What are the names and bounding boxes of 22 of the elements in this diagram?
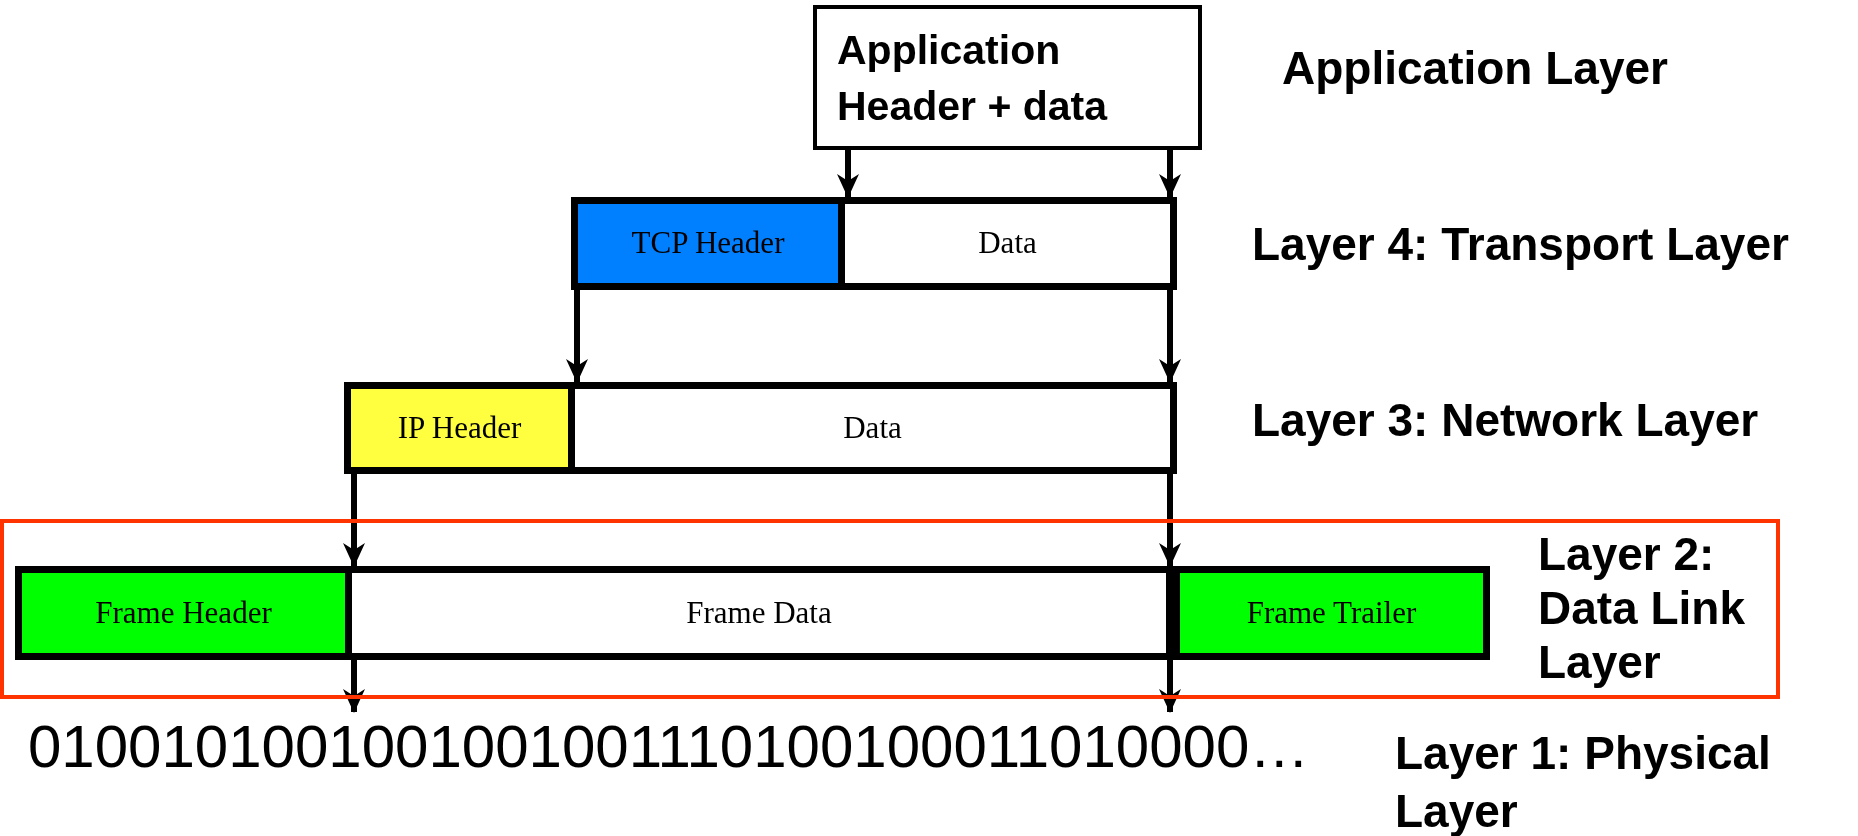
data-segment: Data [575, 382, 1177, 474]
frame-header-segment: Frame Header [15, 566, 352, 660]
layer-highlight-frame [0, 519, 1780, 699]
layer-label: Layer 2: Data Link Layer [1538, 527, 1747, 689]
layer-label: Application Layer [1282, 41, 1668, 96]
data-segment: Data [845, 197, 1177, 290]
frame-trailer-segment: Frame Trailer [1173, 566, 1490, 660]
arrow [837, 150, 859, 198]
application-box: Application Header + data [813, 5, 1202, 150]
layer-label: Layer 3: Network Layer [1252, 393, 1759, 448]
bit-stream-text: 0100101001001001001110100100011010000… [28, 712, 1358, 782]
arrow [1159, 150, 1181, 198]
arrow [1159, 660, 1181, 713]
ip-header-segment: IP Header [344, 382, 575, 474]
layer-label: Layer 4: Transport Layer [1252, 217, 1789, 272]
arrow [343, 474, 365, 567]
tcp-header-segment: TCP Header [571, 197, 845, 290]
arrow [1159, 474, 1181, 567]
arrow [343, 660, 365, 713]
frame-data-segment: Frame Data [352, 566, 1173, 660]
arrow [1159, 290, 1181, 383]
arrow [566, 290, 588, 383]
